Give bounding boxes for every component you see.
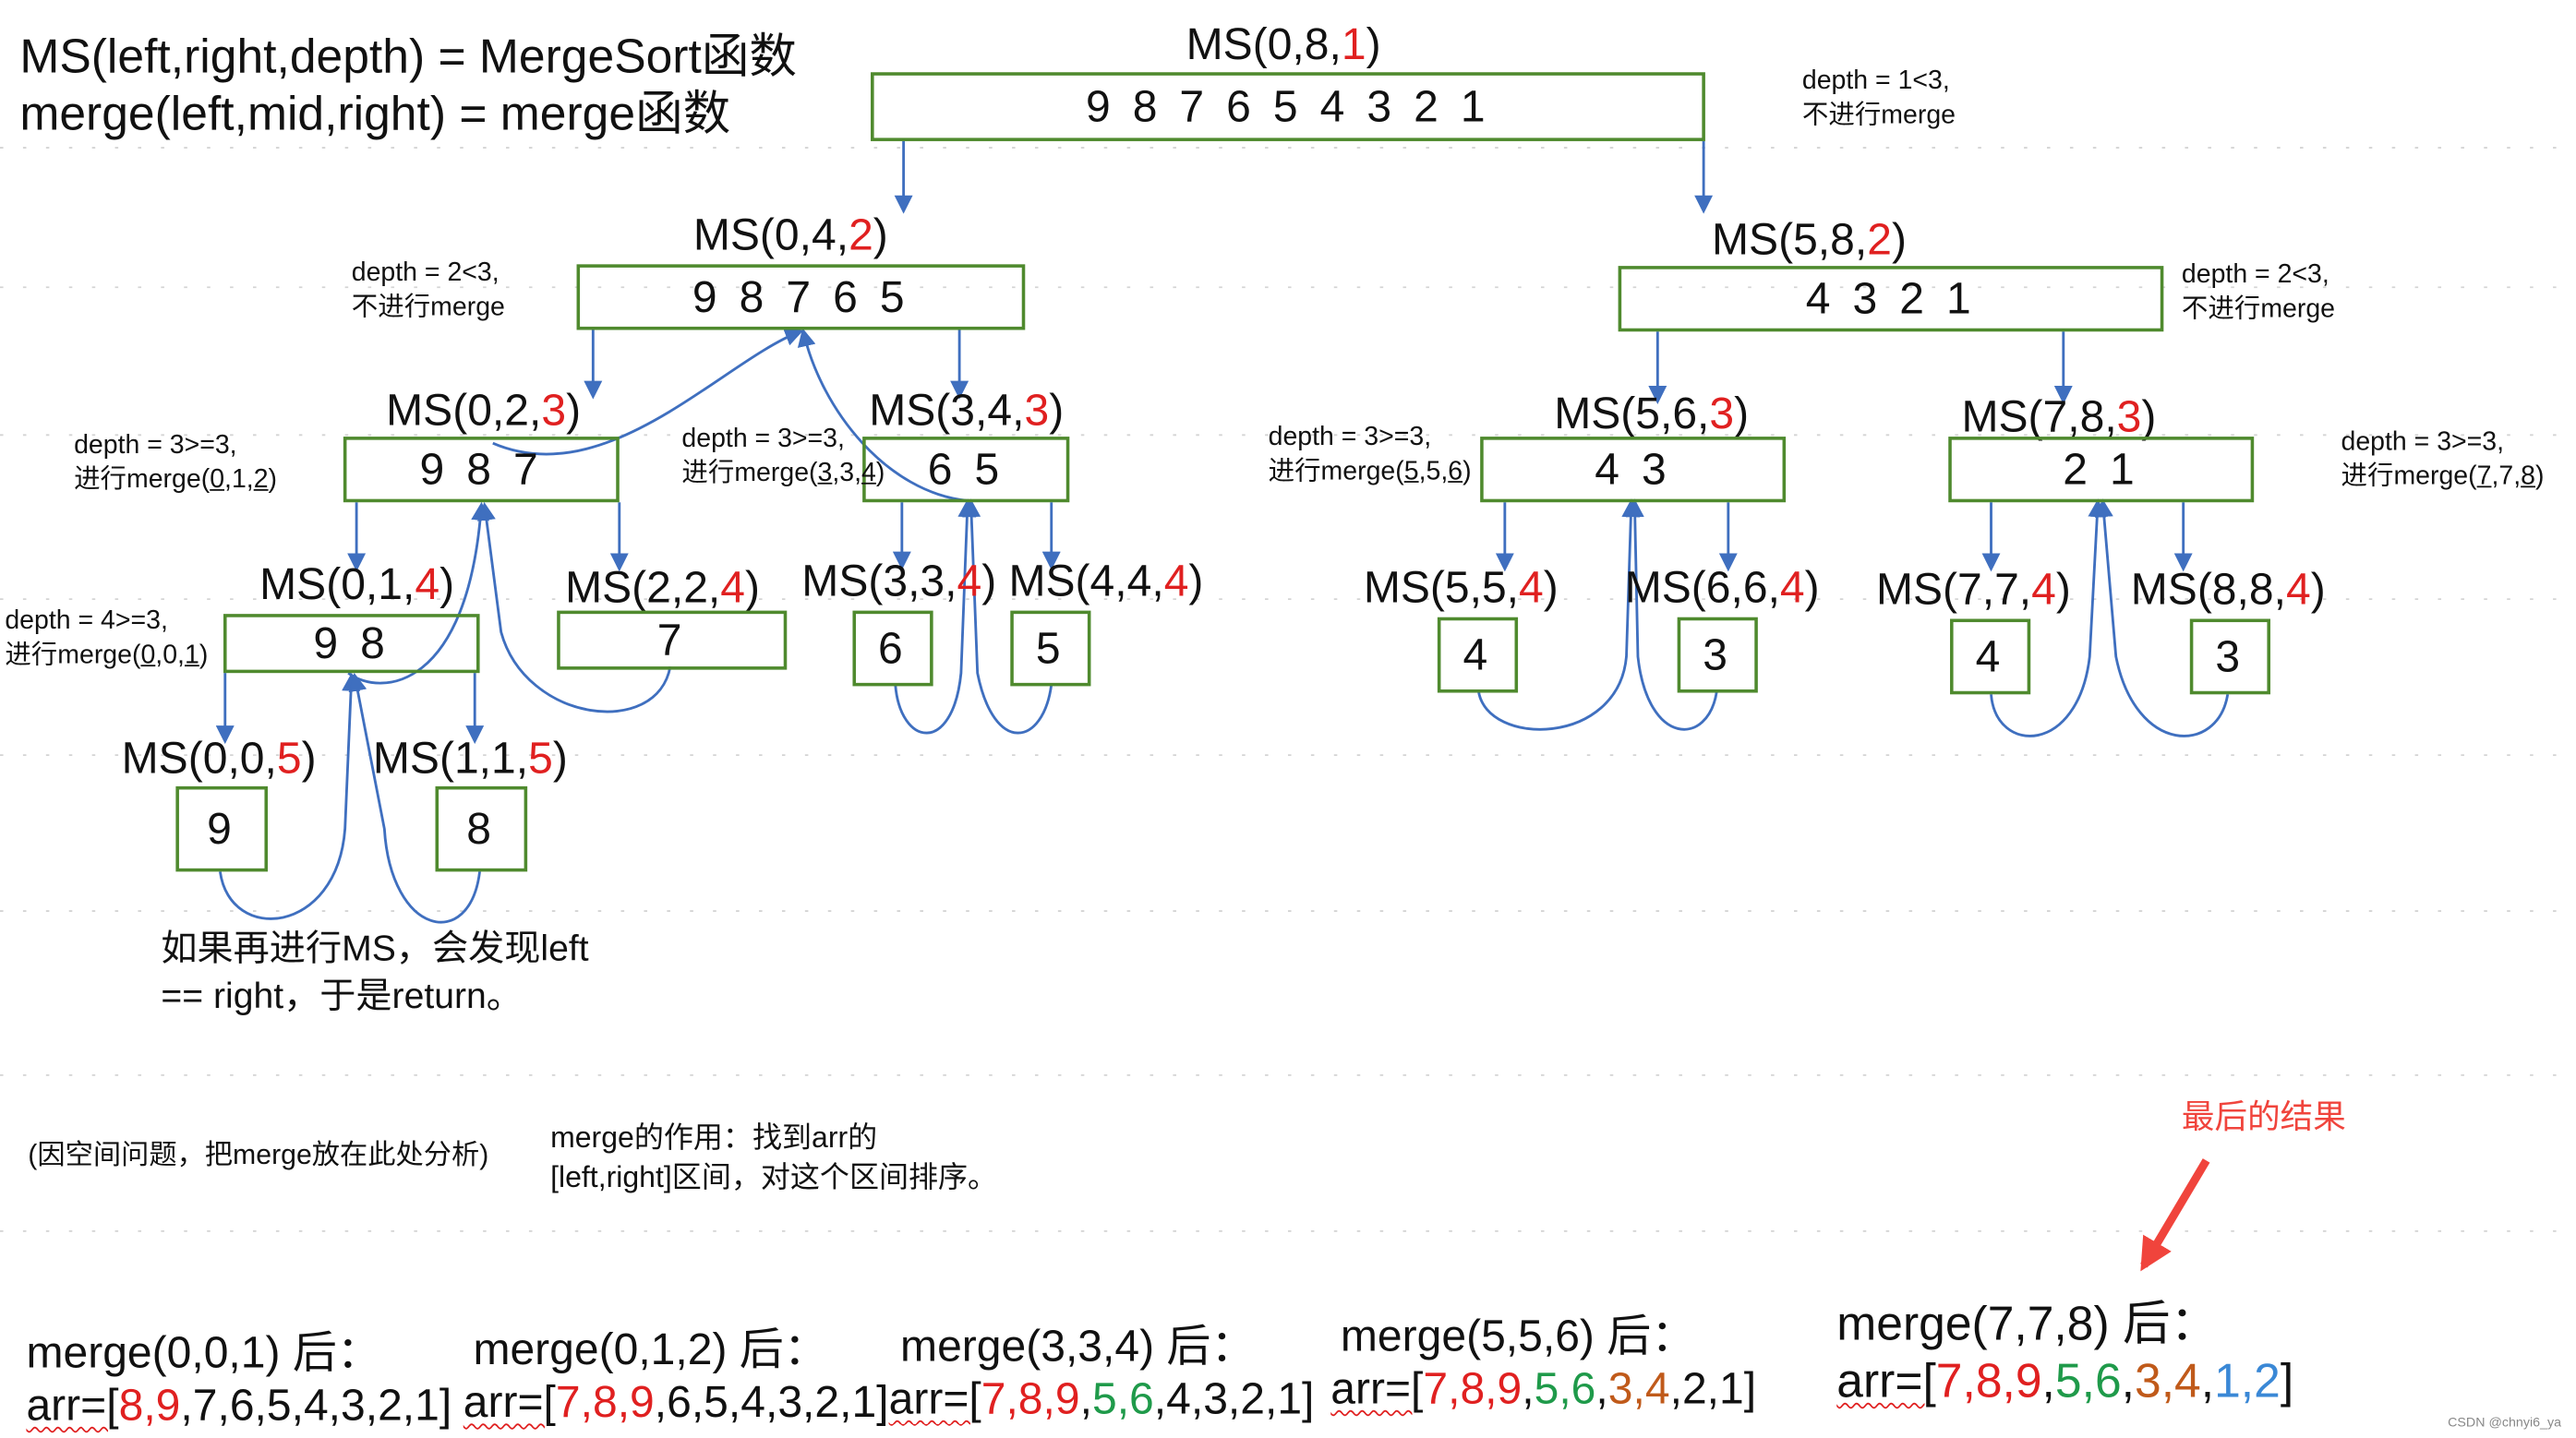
note-depth-3-c: depth = 3>=3,进行merge(5,5,6) [1268,423,1472,486]
note-depth-1: depth = 1<3,不进行merge [1801,66,1956,130]
result-merge-3-3-4: merge(3,3,4) 后： arr=[7,8,9,5,6,4,3,2,1] [888,1321,1315,1424]
note-depth-3-d: depth = 3>=3,进行merge(7,7,8) [2341,428,2545,491]
node-box-ms-0-8: 9 8 7 6 5 4 3 2 1 [871,72,1705,141]
node-box-ms-8-8: 3 [2189,618,2270,695]
final-result-label: 最后的结果 [2181,1099,2346,1136]
node-box-ms-0-1: 9 8 [223,614,480,674]
space-note: (因空间问题，把merge放在此处分析) [28,1139,489,1171]
node-label-ms-0-4: MS(0,4,2) [692,210,888,260]
note-depth-3-b: depth = 3>=3,进行merge(3,3,4) [681,425,885,487]
node-label-ms-7-7: MS(7,7,4) [1875,564,2071,615]
node-box-ms-3-4: 6 5 [862,437,1070,503]
node-box-ms-1-1: 8 [435,785,528,872]
node-box-ms-4-4: 5 [1010,610,1091,687]
split-arrows [215,140,2193,745]
node-label-ms-2-2: MS(2,2,4) [565,563,761,613]
node-label-ms-7-8: MS(7,8,3) [1961,392,2157,442]
node-label-ms-5-5: MS(5,5,4) [1363,563,1559,613]
note-depth-2-left: depth = 2<3,不进行merge [351,259,505,322]
node-label-ms-3-4: MS(3,4,3) [869,385,1065,436]
node-label-ms-0-2: MS(0,2,3) [386,385,582,436]
merge-role-note: merge的作用：找到arr的[left,right]区间，对这个区间排序。 [550,1120,998,1194]
node-label-ms-8-8: MS(8,8,4) [2130,564,2326,615]
note-depth-3-a: depth = 3>=3,进行merge(0,1,2) [74,431,278,494]
node-box-ms-6-6: 3 [1677,617,1758,693]
result-merge-5-5-6: merge(5,5,6) 后： arr=[7,8,9,5,6,3,4,2,1] [1330,1312,1757,1414]
node-box-ms-5-5: 4 [1437,617,1519,693]
note-depth-2-right: depth = 2<3,不进行merge [2181,260,2336,324]
node-box-ms-7-8: 2 1 [1948,437,2255,503]
result-merge-0-0-1: merge(0,0,1) 后： arr=[8,9,7,6,5,4,3,2,1] [26,1327,452,1431]
result-merge-7-7-8: merge(7,7,8) 后： arr=[7,8,9,5,6,3,4,1,2] [1836,1298,2294,1408]
node-label-ms-4-4: MS(4,4,4) [1008,556,1204,606]
node-box-ms-3-3: 6 [852,610,933,687]
node-label-ms-0-0: MS(0,0,5) [121,733,317,784]
watermark: CSDN @chnyi6_ya [2448,1415,2562,1431]
node-box-ms-0-0: 9 [175,785,269,872]
merge-curves [219,328,2230,924]
node-label-ms-6-6: MS(6,6,4) [1624,563,1820,613]
result-merge-0-1-2: merge(0,1,2) 后： arr=[7,8,9,6,5,4,3,2,1] [463,1324,889,1428]
node-box-ms-5-8: 4 3 2 1 [1618,266,2164,332]
node-box-ms-0-2: 9 8 7 [343,437,620,503]
node-box-ms-2-2: 7 [557,610,788,670]
node-label-ms-3-3: MS(3,3,4) [801,556,997,606]
node-label-ms-0-8: MS(0,8,1) [1186,19,1381,69]
final-result-arrow [2140,1158,2210,1272]
note-depth-4: depth = 4>=3,进行merge(0,0,1) [5,607,209,670]
node-label-ms-5-6: MS(5,6,3) [1554,389,1750,438]
node-label-ms-5-8: MS(5,8,2) [1712,214,1907,265]
node-label-ms-1-1: MS(1,1,5) [372,733,568,784]
node-box-ms-5-6: 4 3 [1480,437,1787,503]
remark-return: 如果再进行MS，会发现left== right，于是return。 [161,927,589,1016]
node-box-ms-7-7: 4 [1950,618,2031,695]
node-box-ms-0-4: 9 8 7 6 5 [576,264,1026,330]
node-label-ms-0-1: MS(0,1,4) [259,559,455,609]
legend-merge: merge(left,mid,right) = merge函数 [19,89,731,141]
legend-ms: MS(left,right,depth) = MergeSort函数 [19,30,798,84]
